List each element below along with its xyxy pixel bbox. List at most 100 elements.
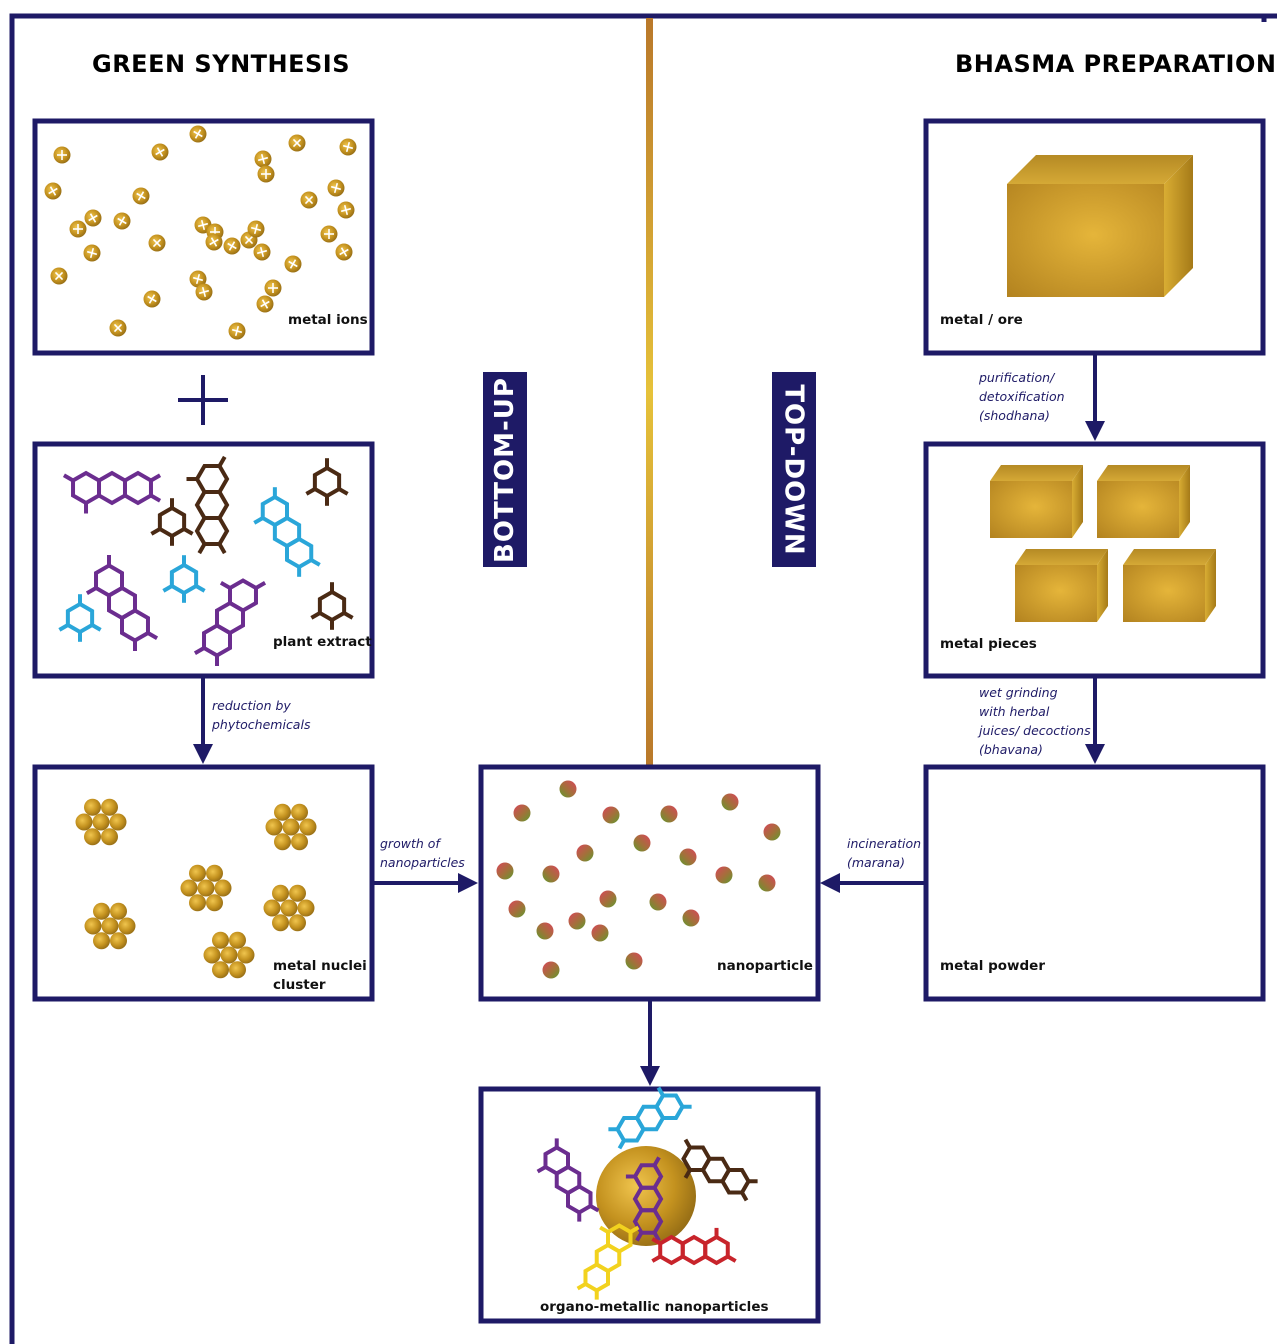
metal-ion-icon [113,212,131,230]
label-metal-ions: metal ions [288,312,368,328]
flow-arrows [193,355,1105,1086]
nanoparticle-dot [602,806,620,824]
hexagon-molecule-icon [62,470,162,514]
hexagon-molecule-icon [651,1227,737,1266]
metal-ion-icon [69,220,87,238]
metal-ion-icon [228,322,246,340]
hexagon-molecule-icon [305,458,349,506]
step-wet-grinding-3: juices/ decoctions [979,723,1091,738]
metal-ion-icon [143,290,161,308]
metal-ion-icon [84,209,102,227]
step-wet-grinding-4: (bhavana) [979,742,1043,757]
metal-cube-icon [1097,465,1190,538]
metal-ions-box [32,118,375,356]
nanoparticle-dot [649,893,667,911]
metal-nuclei-cluster [263,884,315,932]
step-incineration-1: incineration [847,836,922,851]
nanoparticle-dot [660,805,678,823]
metal-ion-icon [205,233,223,251]
nanoparticle-dot [715,866,733,884]
metal-ion-icon [320,225,338,243]
metal-ion-icon [53,146,71,164]
hexagon-molecule-icon [85,555,159,651]
metal-ion-icon [254,150,272,168]
step-purification-3: (shodhana) [979,408,1050,423]
metal-ion-icon [257,165,275,183]
metal-ions-group [44,125,357,340]
metal-ion-icon [288,134,306,152]
nanoparticle-dot [559,780,577,798]
metal-ion-icon [327,179,345,197]
nanoparticle-dot [542,865,560,883]
hexagon-molecule-icon [608,1086,692,1150]
heading-green-synthesis: GREEN SYNTHESIS [92,50,351,78]
nanoparticle-dot [679,848,697,866]
nanoparticle-dot [536,922,554,940]
label-cluster: cluster [273,977,326,993]
metal-ion-icon [189,270,207,288]
nanoparticle-dot [721,793,739,811]
nanoparticle-dot [513,804,531,822]
nanoparticle-dot [682,909,700,927]
nanoparticle-dot [758,874,776,892]
metal-ion-icon [148,234,166,252]
bottom-up-tag: BOTTOM-UP [483,372,527,567]
step-wet-grinding-1: wet grinding [979,685,1058,700]
metal-ion-icon [300,191,318,209]
hexagon-molecule-icon [681,1138,758,1202]
nanoparticle-dot [508,900,526,918]
phytochemical-molecules-group [58,455,354,667]
step-wet-grinding-2: with herbal [979,704,1050,719]
metal-ion-icon [247,220,265,238]
nanoparticles-group [496,780,781,979]
heading-bhasma-preparation: BHASMA PREPARATION [955,50,1277,78]
label-metal-ore: metal / ore [940,312,1023,328]
label-metal-pieces: metal pieces [940,636,1037,652]
center-divider [646,18,653,766]
hexagon-molecule-icon [576,1223,640,1300]
metal-ion-icon [335,243,353,261]
plus-icon [178,375,228,425]
organo-metallic-group [536,1086,758,1300]
metal-cube-icon [1015,549,1108,622]
nanoparticle-dot [542,961,560,979]
metal-ion-icon [223,237,241,255]
metal-nuclei-clusters-group [75,798,317,979]
nanoparticle-dot [568,912,586,930]
hexagon-molecule-icon [253,487,321,577]
metal-core [596,1146,696,1246]
metal-nuclei-cluster [180,864,232,912]
metal-cube-icon [1007,155,1193,297]
step-purification-1: purification/ [979,370,1055,385]
metal-ion-icon [109,319,127,337]
nanoparticle-dot [591,924,609,942]
metal-ion-icon [132,187,150,205]
nanoparticle-dot [576,844,594,862]
hexagon-molecule-icon [58,594,102,642]
step-purification-2: detoxification [979,389,1065,404]
hexagon-molecule-icon [162,555,206,603]
bottom-up-label: BOTTOM-UP [490,376,521,563]
metal-ion-icon [151,143,169,161]
nanoparticle-dot [599,890,617,908]
metal-ion-icon [337,201,355,219]
metal-ion-icon [253,243,271,261]
metal-ion-icon [284,255,302,273]
metal-ion-icon [44,182,62,200]
metal-ion-icon [256,295,274,313]
step-growth-2: nanoparticles [380,855,465,870]
nanoparticle-dot [633,834,651,852]
metal-ion-icon [264,279,282,297]
metal-ion-icon [50,267,68,285]
top-down-label: TOP-DOWN [779,383,810,556]
label-metal-nuclei: metal nuclei [273,958,367,974]
step-reduction-1: reduction by [212,698,291,713]
metal-ion-icon [189,125,207,143]
hexagon-molecule-icon [150,498,194,546]
step-incineration-2: (marana) [847,855,905,870]
hexagon-molecule-icon [193,578,267,667]
metal-ion-icon [195,283,213,301]
step-reduction-2: phytochemicals [212,717,311,732]
label-metal-powder: metal powder [940,958,1046,974]
